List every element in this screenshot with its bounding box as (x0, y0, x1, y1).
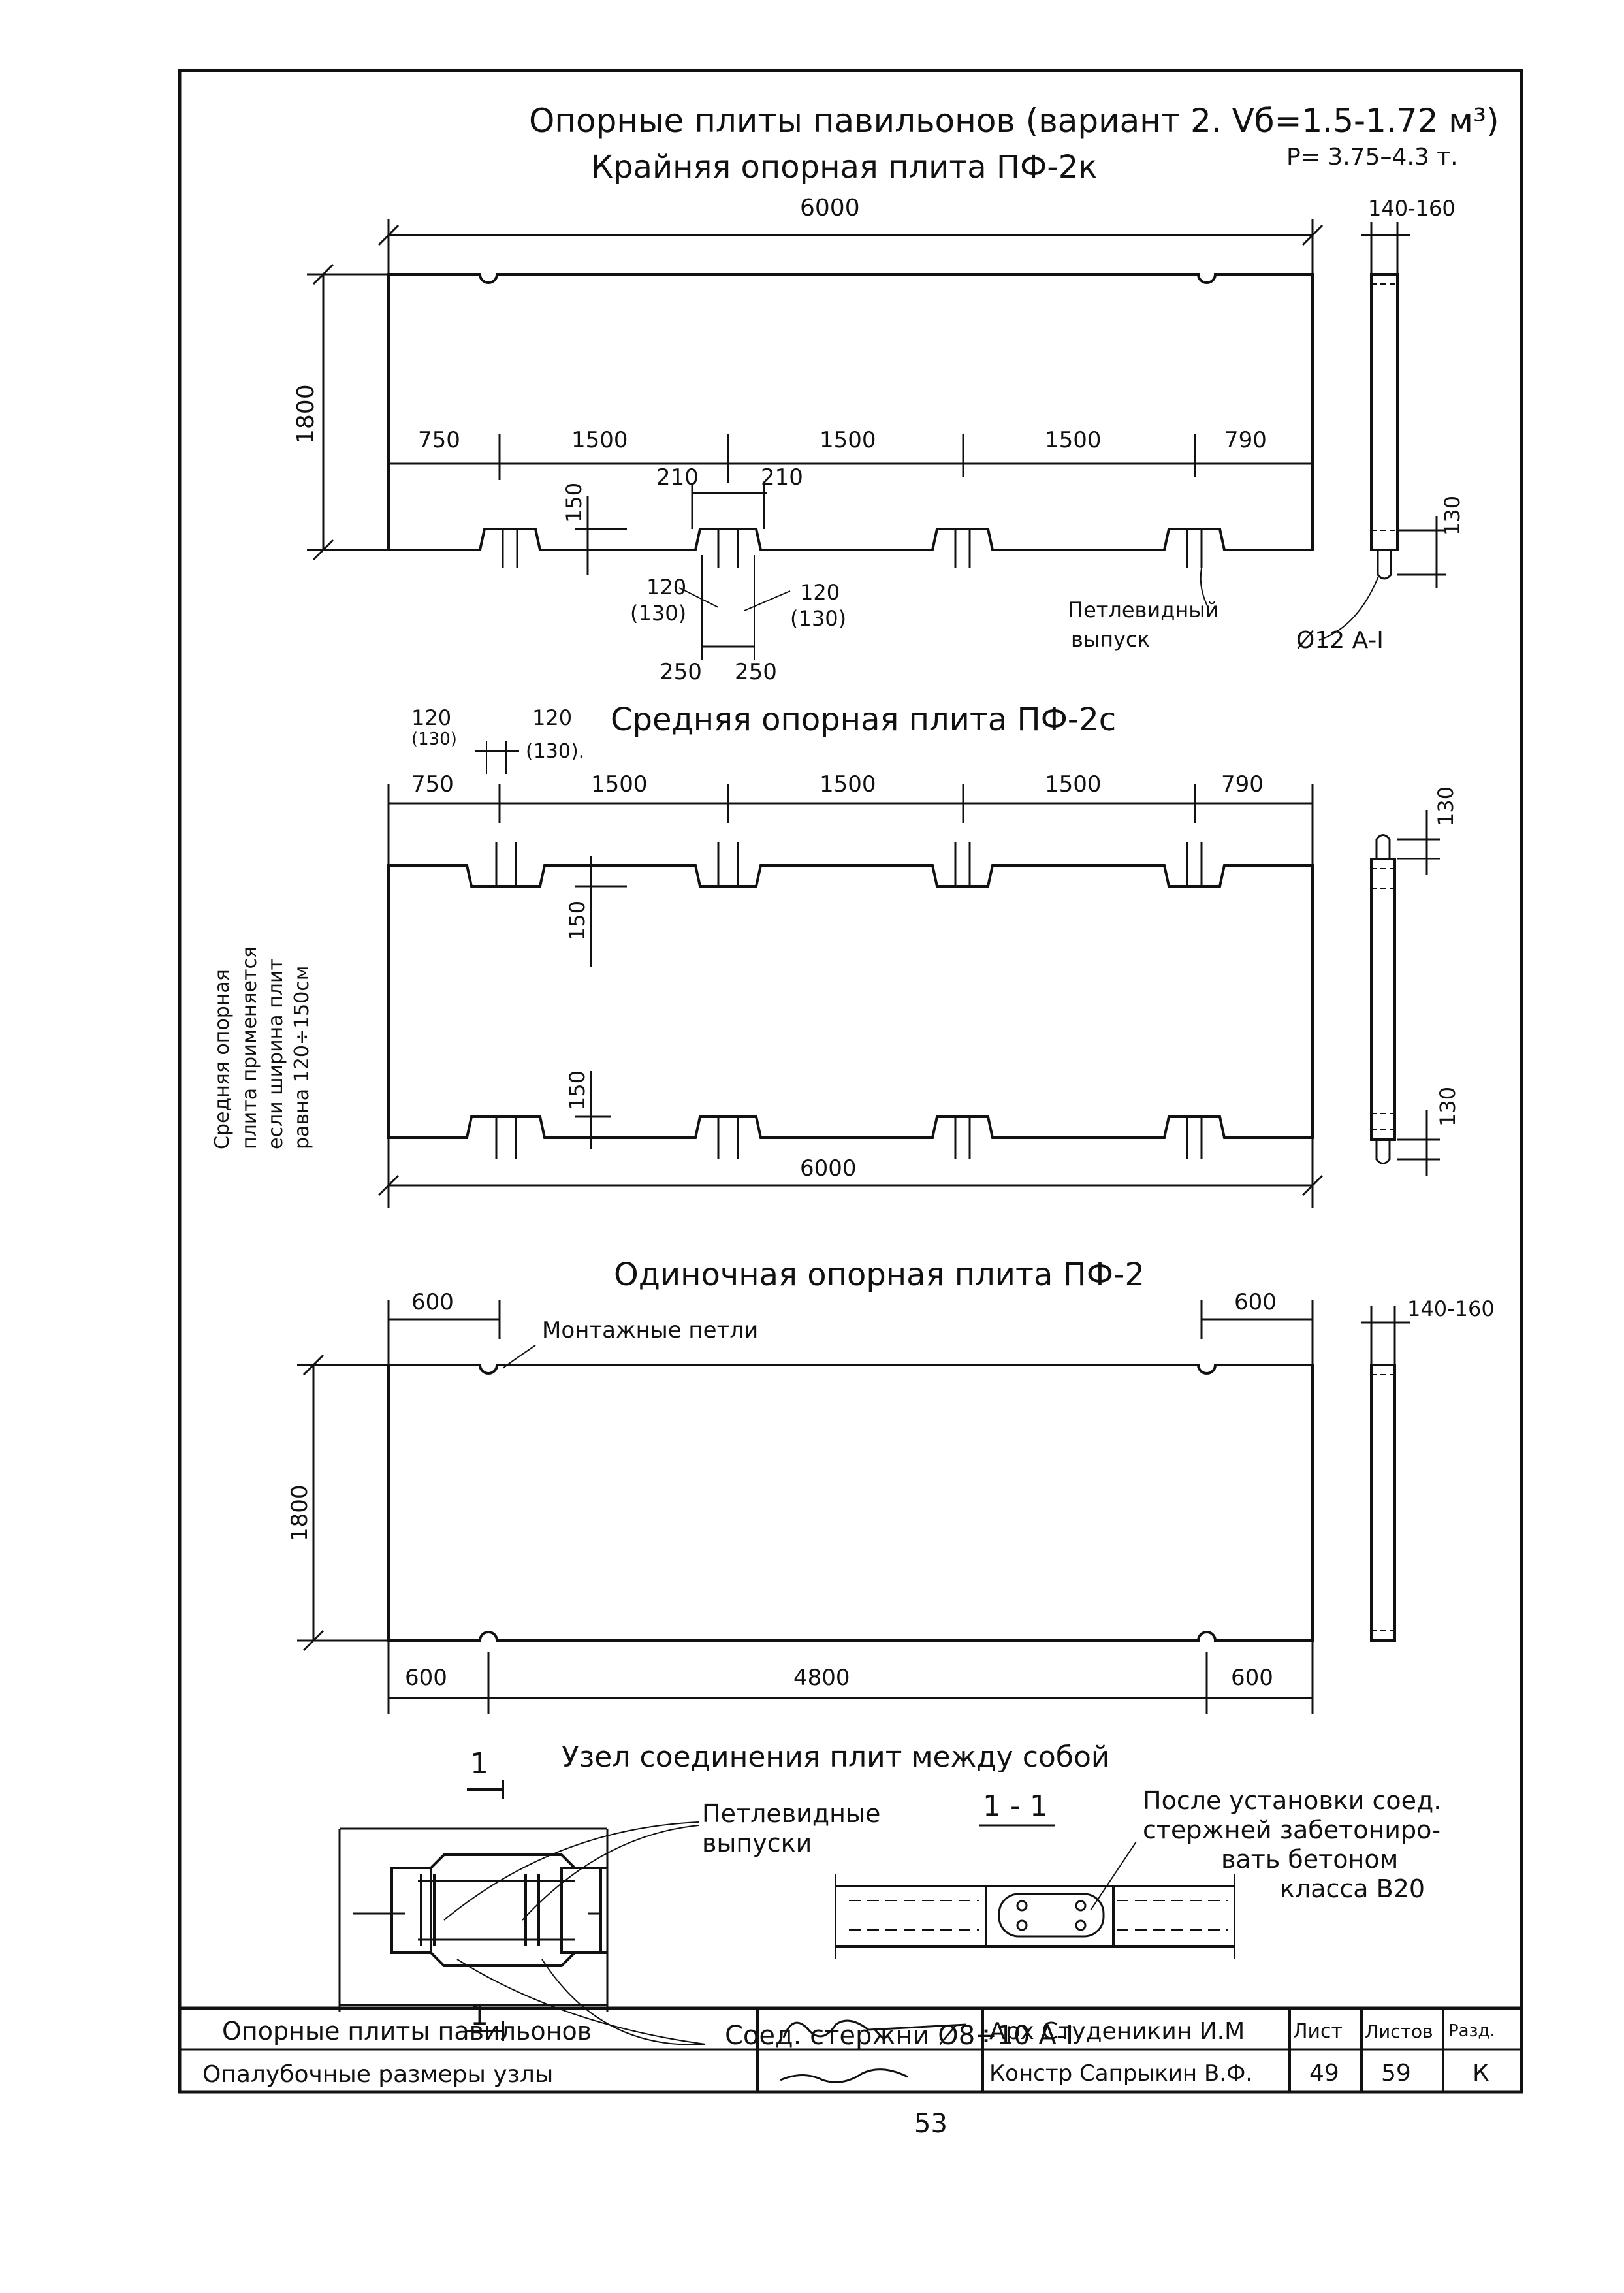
pf2-title: Одиночная опорная плита ПФ-2 (614, 1257, 1145, 1293)
pf2k-dim-130: 130 (1440, 496, 1465, 536)
pf2c-span-1: 750 (411, 771, 454, 797)
pf2c-dim-130-top: 130 (1433, 786, 1458, 826)
pf2k-title: Крайняя опорная плита ПФ-2к (591, 149, 1097, 185)
title-block: Опорные плиты павильонов Опалубочные раз… (180, 2006, 1521, 2092)
pf2k-span-3: 1500 (820, 427, 876, 453)
pf2-dim-thickness: 140-160 (1407, 1296, 1495, 1321)
node-loops-label-2: выпуски (702, 1829, 812, 1857)
plate-pf2c: Средняя опорная плита ПФ-2с 120 (130) 12… (211, 701, 1460, 1208)
node-section-title: 1 - 1 (983, 1789, 1048, 1823)
weight-note: P= 3.75–4.3 т. (1286, 144, 1458, 170)
pf2k-dim-210-left: 210 (656, 464, 699, 490)
pf2-dim-600-tr: 600 (1234, 1289, 1277, 1315)
pf2-dim-4800: 4800 (793, 1665, 850, 1691)
pf2k-span-1: 750 (418, 427, 460, 453)
node-detail: Узел соединения плит между собой 1 1 Пет… (338, 1740, 1441, 2051)
pf2-dim-600-br: 600 (1231, 1665, 1273, 1691)
pf2c-dim-130-a: (130) (411, 730, 457, 749)
pf2k-dim-height: 1800 (293, 384, 319, 444)
pf2k-span-4: 1500 (1045, 427, 1102, 453)
node-note-1: После установки соед. (1143, 1786, 1441, 1815)
pf2k-dim-150: 150 (562, 483, 586, 522)
node-section-mark-top: 1 (470, 1747, 488, 1780)
tb-col-stage: Разд. (1448, 2021, 1495, 2041)
pf2k-dim-130-left: (130) (630, 601, 686, 626)
pf2k-dim-250-left: 250 (660, 659, 702, 685)
pf2c-span-3: 1500 (820, 771, 876, 797)
pf2k-dim-length: 6000 (800, 195, 860, 221)
node-note-4: класса В20 (1280, 1874, 1425, 1903)
pf2c-dim-130-bottom: 130 (1435, 1087, 1460, 1127)
page-number: 53 (914, 2109, 947, 2139)
plate-pf2: Одиночная опорная плита ПФ-2 600 600 Мон… (287, 1257, 1495, 1714)
pf2-mount-loops: Монтажные петли (542, 1317, 758, 1343)
pf2c-dim-120-a: 120 (411, 705, 451, 730)
pf2k-dim-thickness: 140-160 (1368, 196, 1456, 221)
pf2c-span-2: 1500 (591, 771, 648, 797)
pf2k-rebar-note: Ø12 А-I (1296, 627, 1384, 654)
tb-row2-name: Опалубочные размеры узлы (202, 2061, 553, 2088)
pf2k-dim-120-left: 120 (646, 575, 686, 600)
node-loops-label-1: Петлевидные (702, 1799, 880, 1828)
pf2c-span-5: 790 (1221, 771, 1264, 797)
sheet-frame (178, 69, 1523, 2094)
pf2c-dim-length: 6000 (800, 1155, 857, 1181)
node-rods-label: Соед. стержни Ø8÷10 А-I (725, 2021, 1074, 2051)
pf2-dim-600-bl: 600 (405, 1665, 447, 1691)
signature-1 (782, 2019, 967, 2038)
node-note-3: вать бетоном (1221, 1845, 1398, 1874)
pf2k-dim-120-right: 120 (800, 580, 840, 605)
pf2c-dim-150-top: 150 (565, 901, 590, 940)
pf2c-side-note-1: Средняя опорная (211, 969, 234, 1149)
main-title: Опорные плиты павильонов (вариант 2. Vб=… (529, 102, 1499, 140)
pf2k-loop-note-1: Петлевидный (1068, 598, 1218, 622)
tb-row1-name: Опорные плиты павильонов (222, 2017, 592, 2045)
pf2k-dim-130-right: (130) (790, 606, 846, 631)
tb-stage: К (1473, 2060, 1489, 2087)
pf2k-span-2: 1500 (571, 427, 628, 453)
tb-role1: Арх Студеникин И.М (989, 2018, 1245, 2045)
pf2c-title: Средняя опорная плита ПФ-2с (611, 701, 1116, 738)
pf2c-dim-130-b: (130). (526, 740, 584, 763)
pf2c-span-4: 1500 (1045, 771, 1102, 797)
pf2k-loop-note-2: выпуск (1071, 627, 1150, 652)
tb-sheet-no: 49 (1309, 2060, 1339, 2087)
pf2c-side-note-3: если ширина плит (264, 959, 287, 1149)
tb-col-sheets: Листов (1365, 2021, 1433, 2042)
pf2k-dim-210-right: 210 (761, 464, 803, 490)
plate-pf2k: 6000 1800 750 1500 1500 1500 790 (293, 195, 1465, 685)
tb-sheets-total: 59 (1381, 2060, 1411, 2087)
pf2c-dim-150-bottom: 150 (565, 1070, 590, 1110)
pf2c-dim-120-b: 120 (532, 705, 572, 730)
tb-col-sheet: Лист (1293, 2020, 1343, 2043)
node-title: Узел соединения плит между собой (562, 1740, 1109, 1774)
pf2-dim-600-tl: 600 (411, 1289, 454, 1315)
signature-2 (780, 2068, 908, 2083)
pf2k-dim-250-right: 250 (735, 659, 777, 685)
pf2c-side-note-4: равна 120÷150см (291, 966, 313, 1149)
tb-role2: Констр Сапрыкин В.Ф. (989, 2060, 1252, 2087)
pf2-dim-height: 1800 (287, 1484, 313, 1541)
pf2k-span-5: 790 (1224, 427, 1267, 453)
node-note-2: стержней забетониро- (1143, 1816, 1441, 1844)
pf2c-side-note-2: плита применяется (238, 946, 261, 1149)
